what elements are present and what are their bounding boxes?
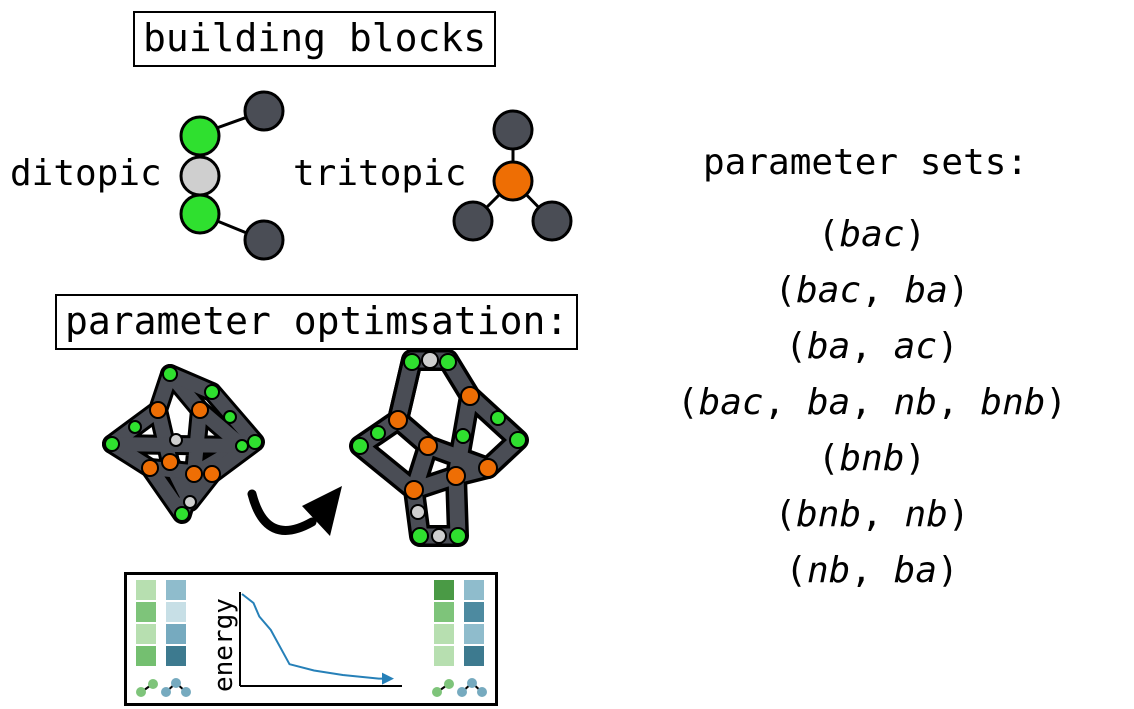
- bond-icon-green-left: [136, 679, 158, 697]
- tritopic-bonds: [471, 130, 554, 223]
- ditopic-bead-top: [179, 115, 221, 157]
- parameter-term: bac: [839, 214, 905, 255]
- parameter-set-7: (nb, ba): [785, 550, 959, 591]
- heatmap-after: [434, 580, 484, 666]
- axes: [239, 592, 402, 687]
- parameter-sets-list: (bac) (bac, ba) (ba, ac) (bac, ba, nb, bnb)…: [640, 212, 1104, 604]
- energy-curve: [241, 593, 386, 680]
- building-blocks-title: building blocks: [133, 11, 497, 67]
- cage-after-beads: [351, 351, 527, 545]
- bond-param-cell: [136, 624, 156, 644]
- bond-icon-green-right: [432, 679, 454, 697]
- tritopic-bead-top: [492, 109, 534, 151]
- tritopic-bead-right: [531, 200, 573, 242]
- parameter-set-4: (bac, ba, nb, bnb): [676, 382, 1068, 423]
- cage-before-beads: [104, 366, 263, 522]
- angle-param-opt-cell: [464, 646, 484, 666]
- optimisation-arrow-icon: [247, 486, 342, 536]
- ditopic-bead-anchor-bottom: [243, 219, 285, 261]
- angle-param-cell: [166, 624, 186, 644]
- heatmap-before: [136, 580, 186, 666]
- bond-param-opt-cell: [434, 624, 454, 644]
- tritopic-label: tritopic: [293, 153, 467, 194]
- angle-param-opt-cell: [464, 624, 484, 644]
- ditopic-bead-anchor-top: [243, 90, 285, 132]
- parameter-term: nb: [904, 494, 948, 535]
- bond-param-opt-cell: [434, 580, 454, 600]
- parameter-set-6: (bnb, nb): [774, 494, 970, 535]
- parameter-term: bnb: [839, 438, 905, 479]
- parameter-term: ac: [893, 326, 938, 367]
- ditopic-bonds: [199, 109, 265, 242]
- energy-panel: energy: [124, 572, 498, 706]
- parameter-term: bac: [698, 382, 764, 423]
- angle-param-cell: [166, 580, 186, 600]
- parameter-term: bac: [796, 270, 862, 311]
- angle-param-cell: [166, 602, 186, 622]
- angle-icon-blue-left: [161, 678, 191, 697]
- parameter-sets-heading: parameter sets:: [703, 142, 1029, 183]
- parameter-set-2: (bac, ba): [774, 270, 970, 311]
- angle-param-opt-cell: [464, 580, 484, 600]
- energy-curve-arrowhead: [382, 672, 394, 685]
- parameter-set-1: (bac): [817, 214, 927, 255]
- parameter-term: ba: [806, 382, 851, 423]
- angle-param-opt-cell: [464, 602, 484, 622]
- parameter-optimisation-title: parameter optimsation:: [55, 294, 579, 350]
- bond-param-cell: [136, 646, 156, 666]
- tritopic-bead-center: [492, 160, 534, 202]
- parameter-term: ba: [893, 550, 938, 591]
- cage-before-optimisation: [102, 364, 265, 524]
- angle-param-cell: [166, 646, 186, 666]
- energy-axis-label: energy: [209, 598, 239, 692]
- ditopic-label: ditopic: [10, 153, 162, 194]
- parameter-term: ba: [806, 326, 851, 367]
- parameter-term: bnb: [980, 382, 1046, 423]
- parameter-term: bnb: [796, 494, 862, 535]
- parameter-term: nb: [806, 550, 851, 591]
- bond-param-cell: [136, 602, 156, 622]
- bond-param-opt-cell: [434, 602, 454, 622]
- parameter-set-3: (ba, ac): [785, 326, 959, 367]
- ditopic-bead-center: [179, 155, 221, 197]
- bond-param-cell: [136, 580, 156, 600]
- parameter-term: nb: [893, 382, 938, 423]
- tritopic-bead-left: [452, 200, 494, 242]
- angle-icon-blue-right: [457, 678, 487, 697]
- cage-after-optimisation: [349, 349, 529, 547]
- parameter-term: ba: [904, 270, 948, 311]
- bond-param-opt-cell: [434, 646, 454, 666]
- parameter-set-5: (bnb): [817, 438, 927, 479]
- ditopic-bead-bottom: [179, 193, 221, 235]
